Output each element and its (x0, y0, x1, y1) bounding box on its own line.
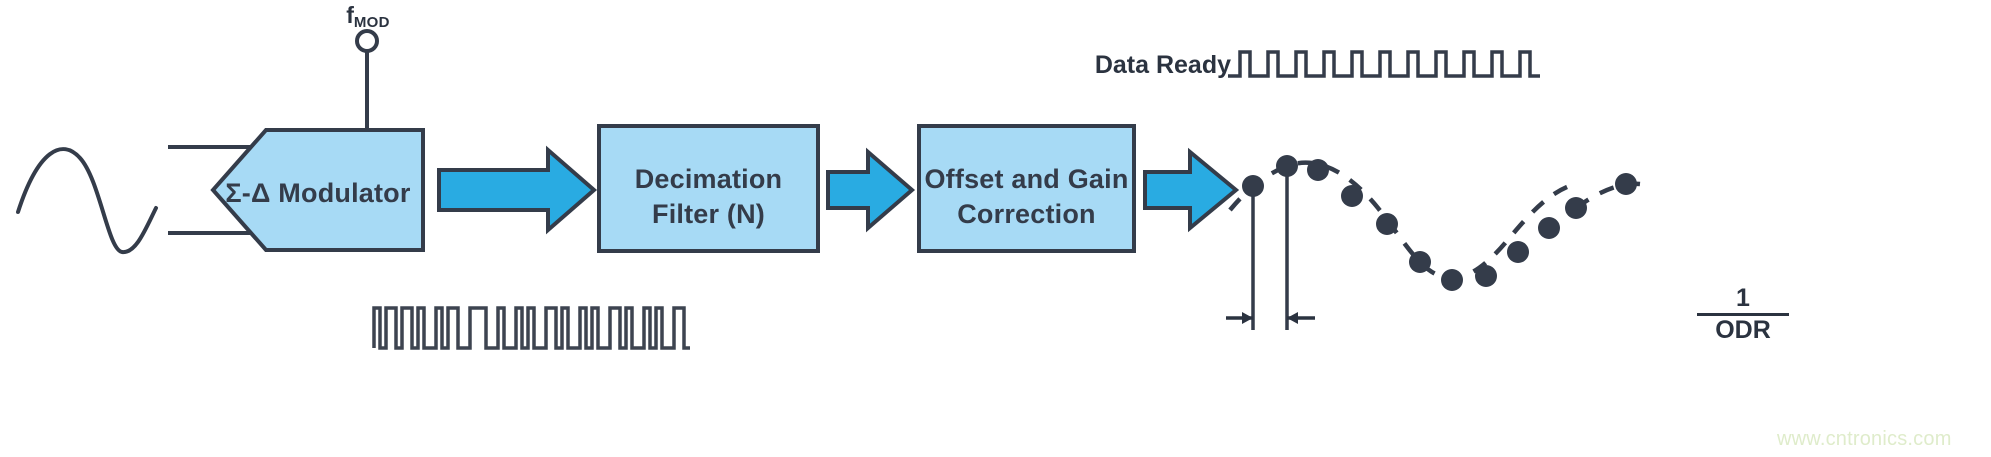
sampling-interval-markers (1251, 160, 1289, 330)
sample-point (1307, 159, 1329, 181)
arrow-decimation-to-offsetgain-icon (826, 147, 916, 233)
sample-point (1242, 175, 1264, 197)
data-ready-label: Data Ready (1094, 51, 1231, 79)
odr-numerator: 1 (1736, 284, 1750, 312)
sample-point (1441, 269, 1463, 291)
fmod-label: fMOD (318, 2, 418, 31)
watermark-text: www.cntronics.com (1777, 428, 1952, 450)
sample-point (1475, 265, 1497, 287)
sample-point (1507, 241, 1529, 263)
sample-point (1341, 185, 1363, 207)
sample-point (1409, 251, 1431, 273)
block-offset-gain-correction[interactable] (917, 124, 1136, 253)
sample-point (1538, 217, 1560, 239)
fmod-subscript: MOD (353, 14, 390, 31)
modulator-bitstream-waveform (372, 306, 690, 350)
sample-point (1376, 213, 1398, 235)
data-ready-pulse-train (1228, 50, 1540, 78)
odr-dimension-arrows (1226, 312, 1315, 324)
block-decimation-filter[interactable] (597, 124, 820, 253)
fraction-bar (1697, 313, 1789, 316)
fmod-clock-pin (355, 29, 379, 130)
arrow-offsetgain-to-output-icon (1143, 147, 1240, 233)
sample-point (1276, 155, 1298, 177)
sampled-output-waveform (1228, 155, 1641, 291)
arrow-modulator-to-decimation-icon (437, 145, 598, 235)
block-sigma-delta-modulator[interactable] (210, 128, 425, 252)
sample-point (1615, 173, 1637, 195)
odr-denominator: ODR (1715, 316, 1771, 344)
odr-period-annotation: 1 ODR (1697, 285, 1789, 344)
fmod-base: f (346, 2, 354, 28)
analog-input-sine-icon (16, 147, 158, 255)
